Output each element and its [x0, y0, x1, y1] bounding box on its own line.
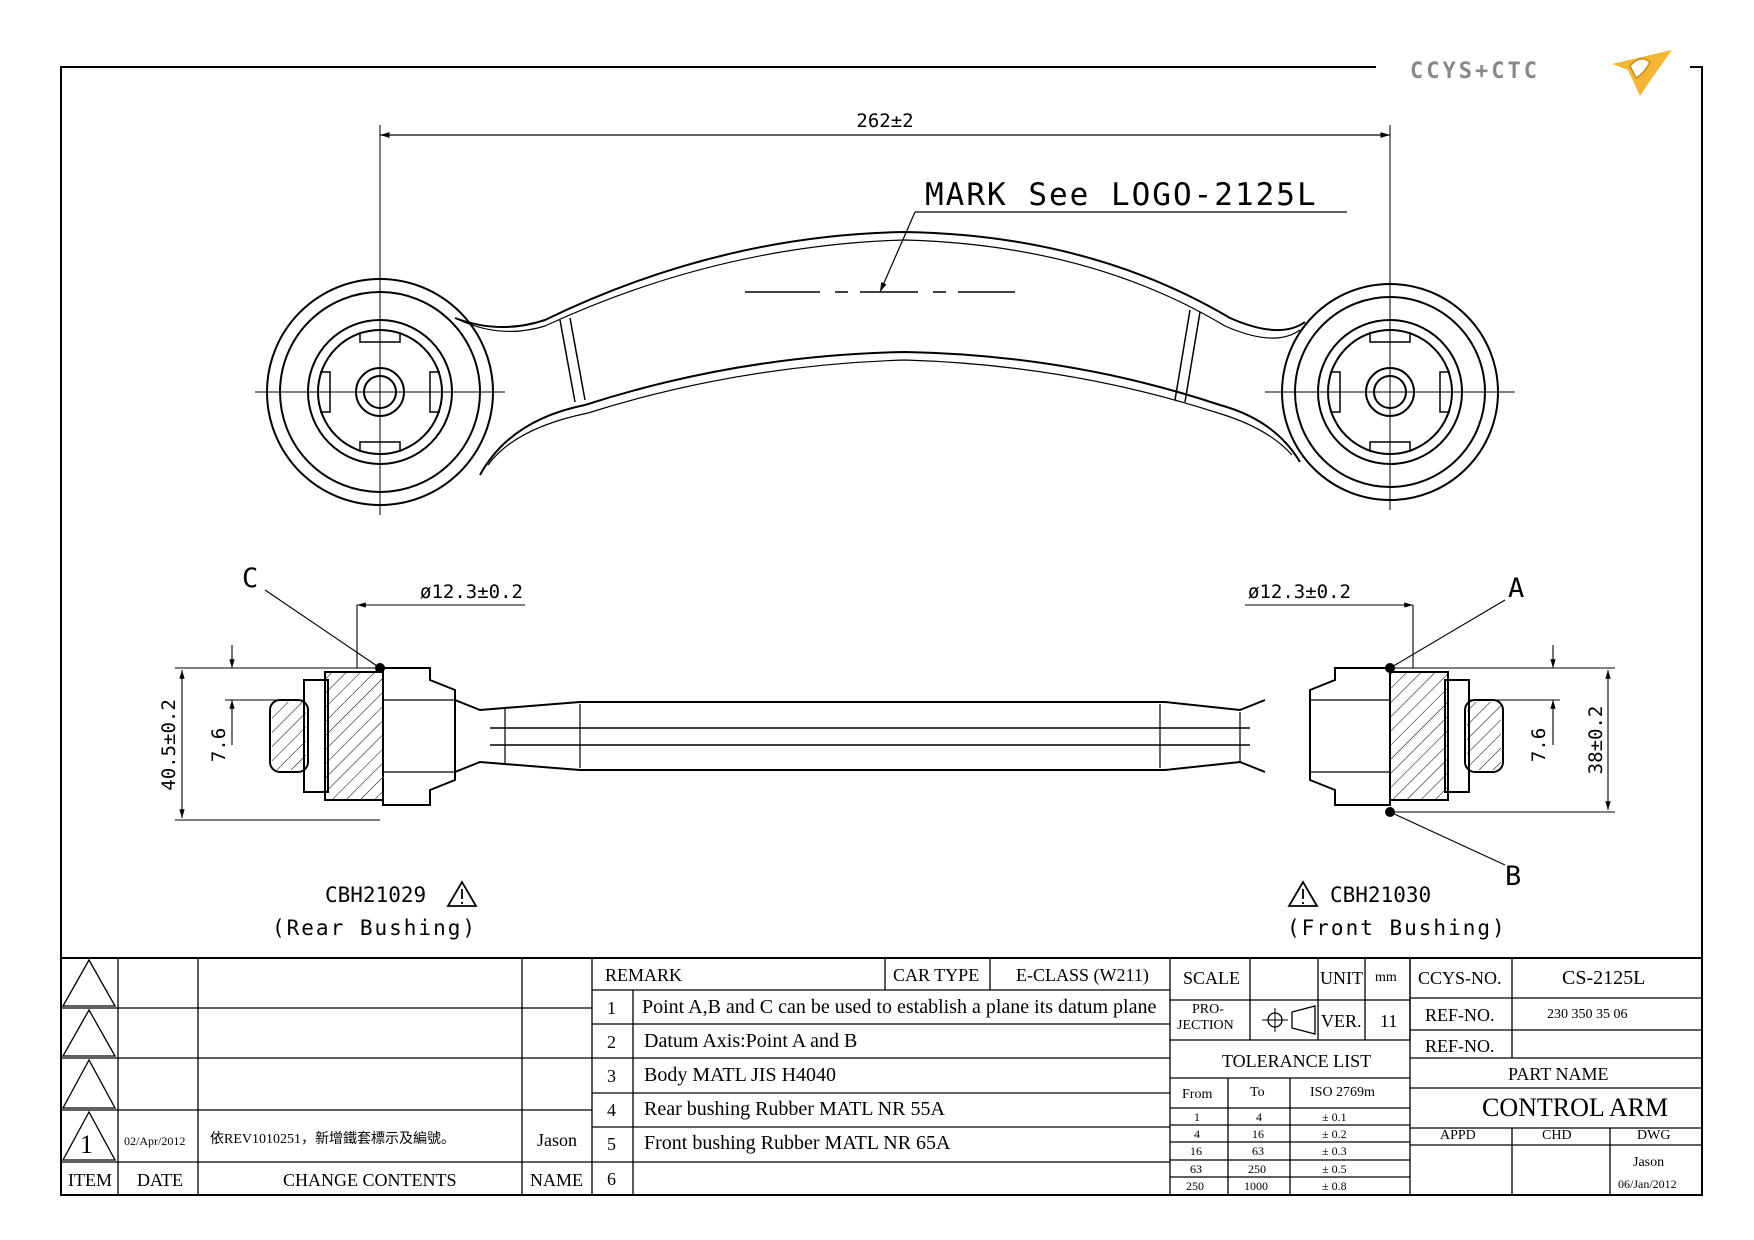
drawing-frame	[60, 66, 1703, 1196]
side-view-dimensions	[175, 589, 1615, 866]
datum-label-b: B	[1505, 861, 1521, 892]
front-bushing-part: CBH21030	[1330, 883, 1431, 907]
datum-label-a: A	[1508, 573, 1524, 604]
datum-point-c	[375, 663, 385, 673]
top-view-control-arm	[255, 125, 1515, 515]
front-offset-dimension: 7.6	[1528, 728, 1550, 762]
mark-note: MARK See LOGO-2125L	[925, 177, 1318, 213]
datum-point-a	[1385, 663, 1395, 673]
overall-length-dimension: 262±2	[856, 110, 913, 132]
rear-bushing-part: CBH21029	[325, 883, 426, 907]
datum-points	[375, 663, 1395, 817]
front-bushing-desc: (Front Bushing)	[1287, 916, 1507, 940]
rear-offset-dimension: 7.6	[208, 728, 230, 762]
rear-height-dimension: 40.5±0.2	[158, 699, 180, 791]
side-view-control-arm	[269, 667, 1504, 806]
front-bushing-warning-icon	[1287, 880, 1319, 907]
front-height-dimension: 38±0.2	[1585, 706, 1607, 775]
title-block-grid	[61, 957, 1702, 1195]
front-diameter-dimension: ø12.3±0.2	[1248, 581, 1351, 603]
company-logo: CCYS+CTC	[1410, 50, 1672, 96]
rear-bushing-desc: (Rear Bushing)	[272, 916, 477, 940]
rear-bushing-warning-icon	[446, 880, 478, 907]
logo-text: CCYS+CTC	[1410, 59, 1540, 84]
rear-diameter-dimension: ø12.3±0.2	[420, 581, 523, 603]
datum-label-c: C	[242, 563, 258, 594]
datum-point-b	[1385, 807, 1395, 817]
projection-cone-icon	[1291, 1005, 1316, 1035]
